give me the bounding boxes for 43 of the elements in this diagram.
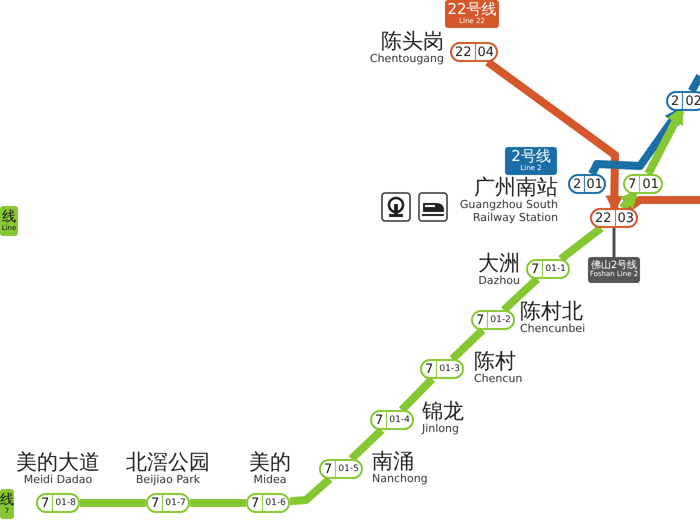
station-name: 大洲 xyxy=(478,252,520,276)
station-name-english: Guangzhou South Railway Station xyxy=(458,199,558,224)
station-code-badge: 7 01-2 xyxy=(471,310,515,330)
station-name: 陈村北 xyxy=(520,300,583,324)
station-code-badge: 22 04 xyxy=(450,42,498,62)
station-name-english: Nanchong xyxy=(372,473,428,486)
station-code-badge: 7 01-3 xyxy=(420,359,464,379)
station-name-english: Chencunbei xyxy=(520,323,586,336)
metro-line xyxy=(501,276,540,313)
metro-line xyxy=(688,74,700,93)
station-code-badge: 7 01-1 xyxy=(526,259,570,279)
station-code-badge: 7 01-5 xyxy=(319,459,363,479)
metro-line xyxy=(290,476,332,506)
station-name-english: Chencun xyxy=(474,373,522,386)
station-name: 北滘公园 xyxy=(126,451,210,474)
metro-line xyxy=(558,224,604,262)
station-name-english: Dazhou xyxy=(478,275,520,288)
metro-line xyxy=(348,427,384,462)
station-name: 美的 xyxy=(249,451,291,474)
metro-line xyxy=(626,196,700,212)
station-name: 锦龙 xyxy=(422,400,464,424)
metro-line xyxy=(450,327,486,362)
station-code-badge: 22 03 xyxy=(590,208,638,228)
station-code-badge: 7 01-7 xyxy=(146,493,190,513)
station-name: 陈村 xyxy=(474,350,516,374)
connector-line xyxy=(612,228,616,257)
station-name-english: Meidi Dadao xyxy=(24,474,92,487)
station-code-badge: 7 01-4 xyxy=(370,410,414,430)
station-name: 广州南站 xyxy=(474,176,558,200)
station-name-english: Chentougang xyxy=(370,53,444,66)
metro-line xyxy=(190,499,246,507)
station-code-badge: 7 01-6 xyxy=(246,493,290,513)
station-code-badge: 7 01-8 xyxy=(36,493,80,513)
metro-line xyxy=(398,376,436,413)
station-code-badge: 2 01 xyxy=(568,174,606,194)
station-code-badge: 7 01 xyxy=(623,174,663,194)
station-name: 南涌 xyxy=(372,450,414,474)
metro-line xyxy=(80,499,146,507)
station-name: 陈头岗 xyxy=(381,30,444,54)
station-name: 美的大道 xyxy=(16,451,100,474)
station-name-english: Jinlong xyxy=(422,423,460,436)
station-name-english: Beijiao Park xyxy=(136,474,200,487)
station-name-english: Midea xyxy=(253,474,287,487)
